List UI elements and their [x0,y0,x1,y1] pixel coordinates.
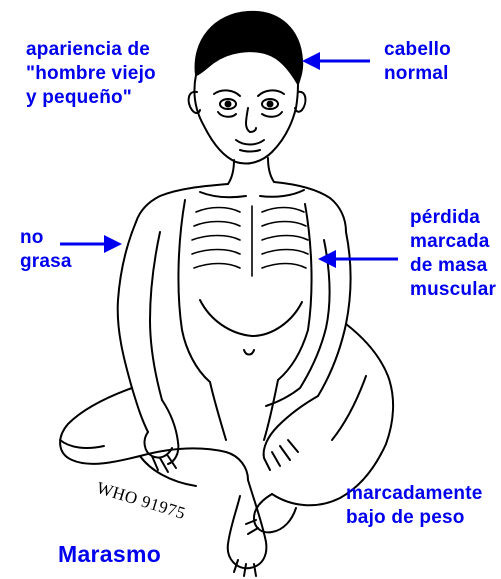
arrow-left-icon [318,248,400,270]
label-normal-hair: cabello normal [384,38,451,86]
left-leg [60,388,248,480]
label-underweight: marcadamente bajo de peso [346,482,483,530]
right-foot [254,494,296,532]
label-muscle-loss: pérdida marcada de masa muscular [410,206,496,302]
caption: Marasmo [58,541,161,568]
arrow-left-icon [302,50,372,72]
arrow-right-icon [58,233,124,255]
right-hand [264,388,318,470]
label-old-man-appearance: apariencia de "hombre viejo y pequeño" [26,38,156,110]
hair [196,12,303,84]
ribs [192,206,308,276]
left-hand [145,400,179,472]
